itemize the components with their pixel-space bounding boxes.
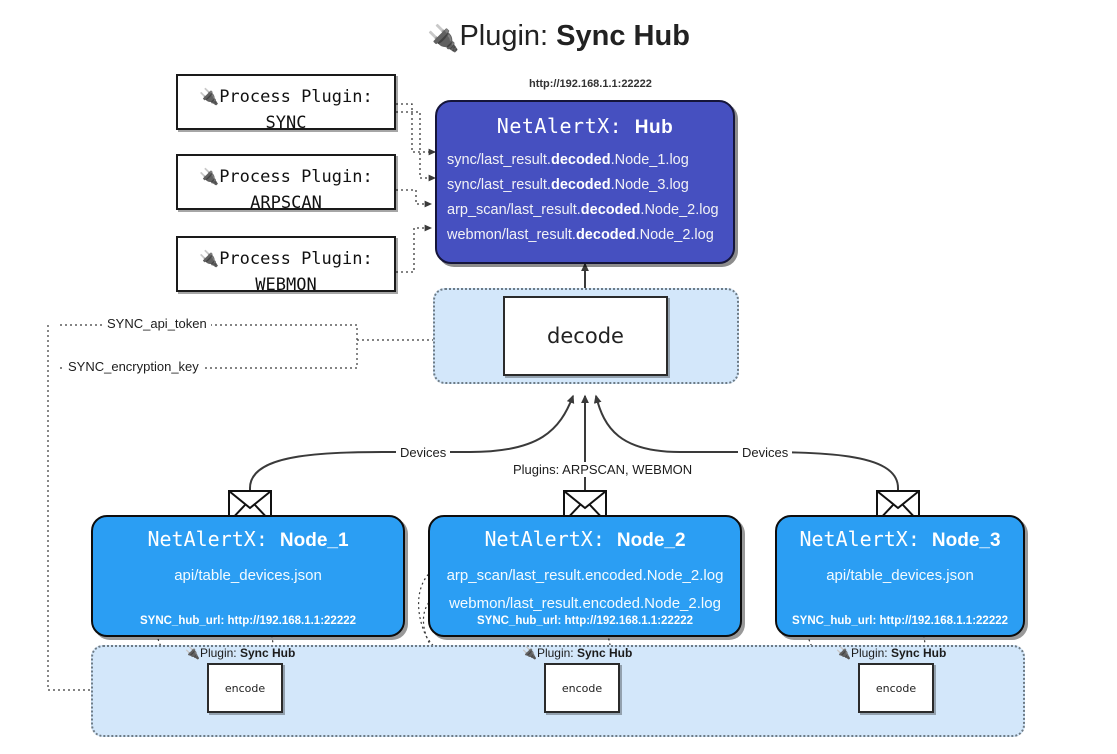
hub-log-item: sync/last_result.decoded.Node_1.log — [447, 152, 689, 168]
plugins-label-center: Plugins: ARPSCAN, WEBMON — [509, 462, 697, 477]
encode-3-caption: 🔌Plugin: Sync Hub — [836, 646, 947, 660]
process-plugin-sync-line1: 🔌Process Plugin: — [199, 87, 373, 107]
encode-2-label: encode — [561, 681, 603, 695]
hub-box[interactable]: NetAlertX: Hub sync/last_result.decoded.… — [435, 100, 735, 264]
encode-1-caption: 🔌Plugin: Sync Hub — [185, 646, 296, 660]
plug-icon: 🔌 — [199, 249, 220, 268]
process-plugin-webmon[interactable]: 🔌Process Plugin: WEBMON — [176, 236, 396, 295]
node-1[interactable]: NetAlertX: Node_1 api/table_devices.json… — [91, 515, 405, 637]
node-3-hub-url: SYNC_hub_url: http://192.168.1.1:22222 — [791, 615, 1009, 627]
page-title: 🔌Plugin: Sync Hub — [0, 16, 1117, 58]
encode-box-1[interactable]: encode — [207, 663, 283, 713]
node-1-line: api/table_devices.json — [174, 567, 322, 584]
decode-box[interactable]: decode — [503, 296, 668, 376]
page-title-prefix: Plugin: — [459, 20, 557, 52]
plug-icon: 🔌 — [836, 646, 851, 660]
process-plugin-webmon-line1: 🔌Process Plugin: — [199, 249, 373, 269]
node-1-title: NetAlertX: Node_1 — [147, 527, 349, 551]
process-plugin-arpscan[interactable]: 🔌Process Plugin: ARPSCAN — [176, 154, 396, 213]
node-3-lines: api/table_devices.json — [777, 562, 1023, 590]
node-3-title: NetAlertX: Node_3 — [799, 527, 1001, 551]
process-plugin-arpscan-line2: ARPSCAN — [250, 193, 322, 213]
hub-log-item: arp_scan/last_result.decoded.Node_2.log — [447, 202, 719, 218]
page-title-name: Sync Hub — [556, 20, 690, 52]
node-2-line: arp_scan/last_result.encoded.Node_2.log — [446, 567, 724, 584]
node-2-hub-url: SYNC_hub_url: http://192.168.1.1:22222 — [476, 615, 694, 627]
node-3[interactable]: NetAlertX: Node_3 api/table_devices.json… — [775, 515, 1025, 637]
hub-url-label: http://192.168.1.1:22222 — [529, 78, 652, 90]
node-2-title: NetAlertX: Node_2 — [484, 527, 686, 551]
encode-box-2[interactable]: encode — [544, 663, 620, 713]
devices-label-left: Devices — [396, 445, 451, 460]
process-plugin-sync-line2: SYNC — [265, 113, 307, 133]
decode-label: decode — [547, 324, 624, 348]
hub-log-item: sync/last_result.decoded.Node_3.log — [447, 177, 689, 193]
hub-log-list: sync/last_result.decoded.Node_1.log sync… — [437, 148, 733, 248]
plug-icon: 🔌 — [427, 23, 460, 53]
plug-icon: 🔌 — [199, 167, 220, 186]
plug-icon: 🔌 — [199, 87, 220, 106]
hub-title: NetAlertX: Hub — [496, 114, 674, 138]
encode-2-caption: 🔌Plugin: Sync Hub — [522, 646, 633, 660]
node-2[interactable]: NetAlertX: Node_2 arp_scan/last_result.e… — [428, 515, 742, 637]
node-2-line: webmon/last_result.encoded.Node_2.log — [449, 595, 721, 612]
process-plugin-webmon-line2: WEBMON — [255, 275, 317, 295]
plug-icon: 🔌 — [185, 646, 200, 660]
node-3-line: api/table_devices.json — [826, 567, 974, 584]
encode-box-3[interactable]: encode — [858, 663, 934, 713]
node-1-lines: api/table_devices.json — [93, 562, 403, 590]
encode-1-label: encode — [224, 681, 266, 695]
sync-encryption-key-label: SYNC_encryption_key — [64, 359, 203, 374]
node-2-lines: arp_scan/last_result.encoded.Node_2.log … — [430, 562, 740, 618]
encode-3-label: encode — [875, 681, 917, 695]
sync-api-token-label: SYNC_api_token — [103, 316, 211, 331]
plug-icon: 🔌 — [522, 646, 537, 660]
process-plugin-arpscan-line1: 🔌Process Plugin: — [199, 167, 373, 187]
hub-log-item: webmon/last_result.decoded.Node_2.log — [447, 227, 714, 243]
devices-label-right: Devices — [738, 445, 793, 460]
process-plugin-sync[interactable]: 🔌Process Plugin: SYNC — [176, 74, 396, 133]
node-1-hub-url: SYNC_hub_url: http://192.168.1.1:22222 — [139, 615, 357, 627]
